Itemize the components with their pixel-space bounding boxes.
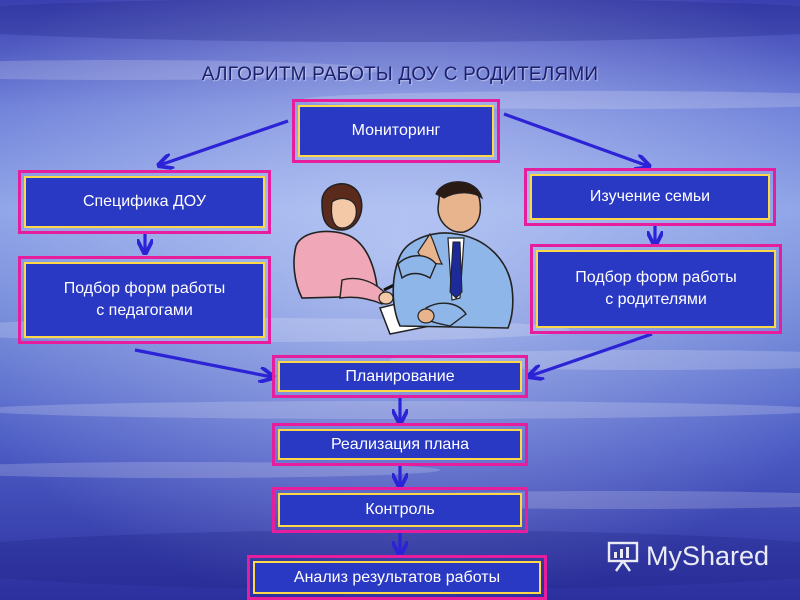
arrow-monitoring-to-family — [503, 112, 648, 166]
watermark-text: MyShared — [646, 540, 770, 571]
diagram-title: АЛГОРИТМ РАБОТЫ ДОУ С РОДИТЕЛЯМИ — [201, 64, 599, 85]
implementation-box: Реализация плана — [272, 423, 528, 466]
specifics-label: Специфика ДОУ — [82, 193, 207, 211]
control-label: Контроль — [365, 501, 435, 519]
control-box: Контроль — [272, 487, 528, 533]
myshared-watermark: MyShared — [606, 536, 769, 576]
family-study-box: Изучение семьи — [524, 168, 776, 226]
analysis-label: Анализ результатов работы — [293, 568, 501, 586]
monitoring-label: Мониторинг — [351, 122, 441, 140]
family-study-label: Изучение семьи — [589, 188, 711, 206]
presentation-icon — [607, 541, 639, 572]
arrow-monitoring-to-specifics — [160, 119, 289, 165]
specifics-box: Специфика ДОУ — [18, 170, 271, 234]
monitoring-box: Мониторинг — [292, 99, 500, 163]
meeting-people-illustration — [293, 181, 514, 335]
analysis-box: Анализ результатов работы — [247, 555, 547, 600]
planning-label: Планирование — [345, 367, 455, 385]
arrow-forms-parents-to-planning — [530, 332, 653, 376]
planning-box: Планирование — [272, 355, 528, 398]
arrow-forms-teachers-to-planning — [134, 348, 272, 377]
implementation-label: Реализация плана — [330, 435, 470, 453]
